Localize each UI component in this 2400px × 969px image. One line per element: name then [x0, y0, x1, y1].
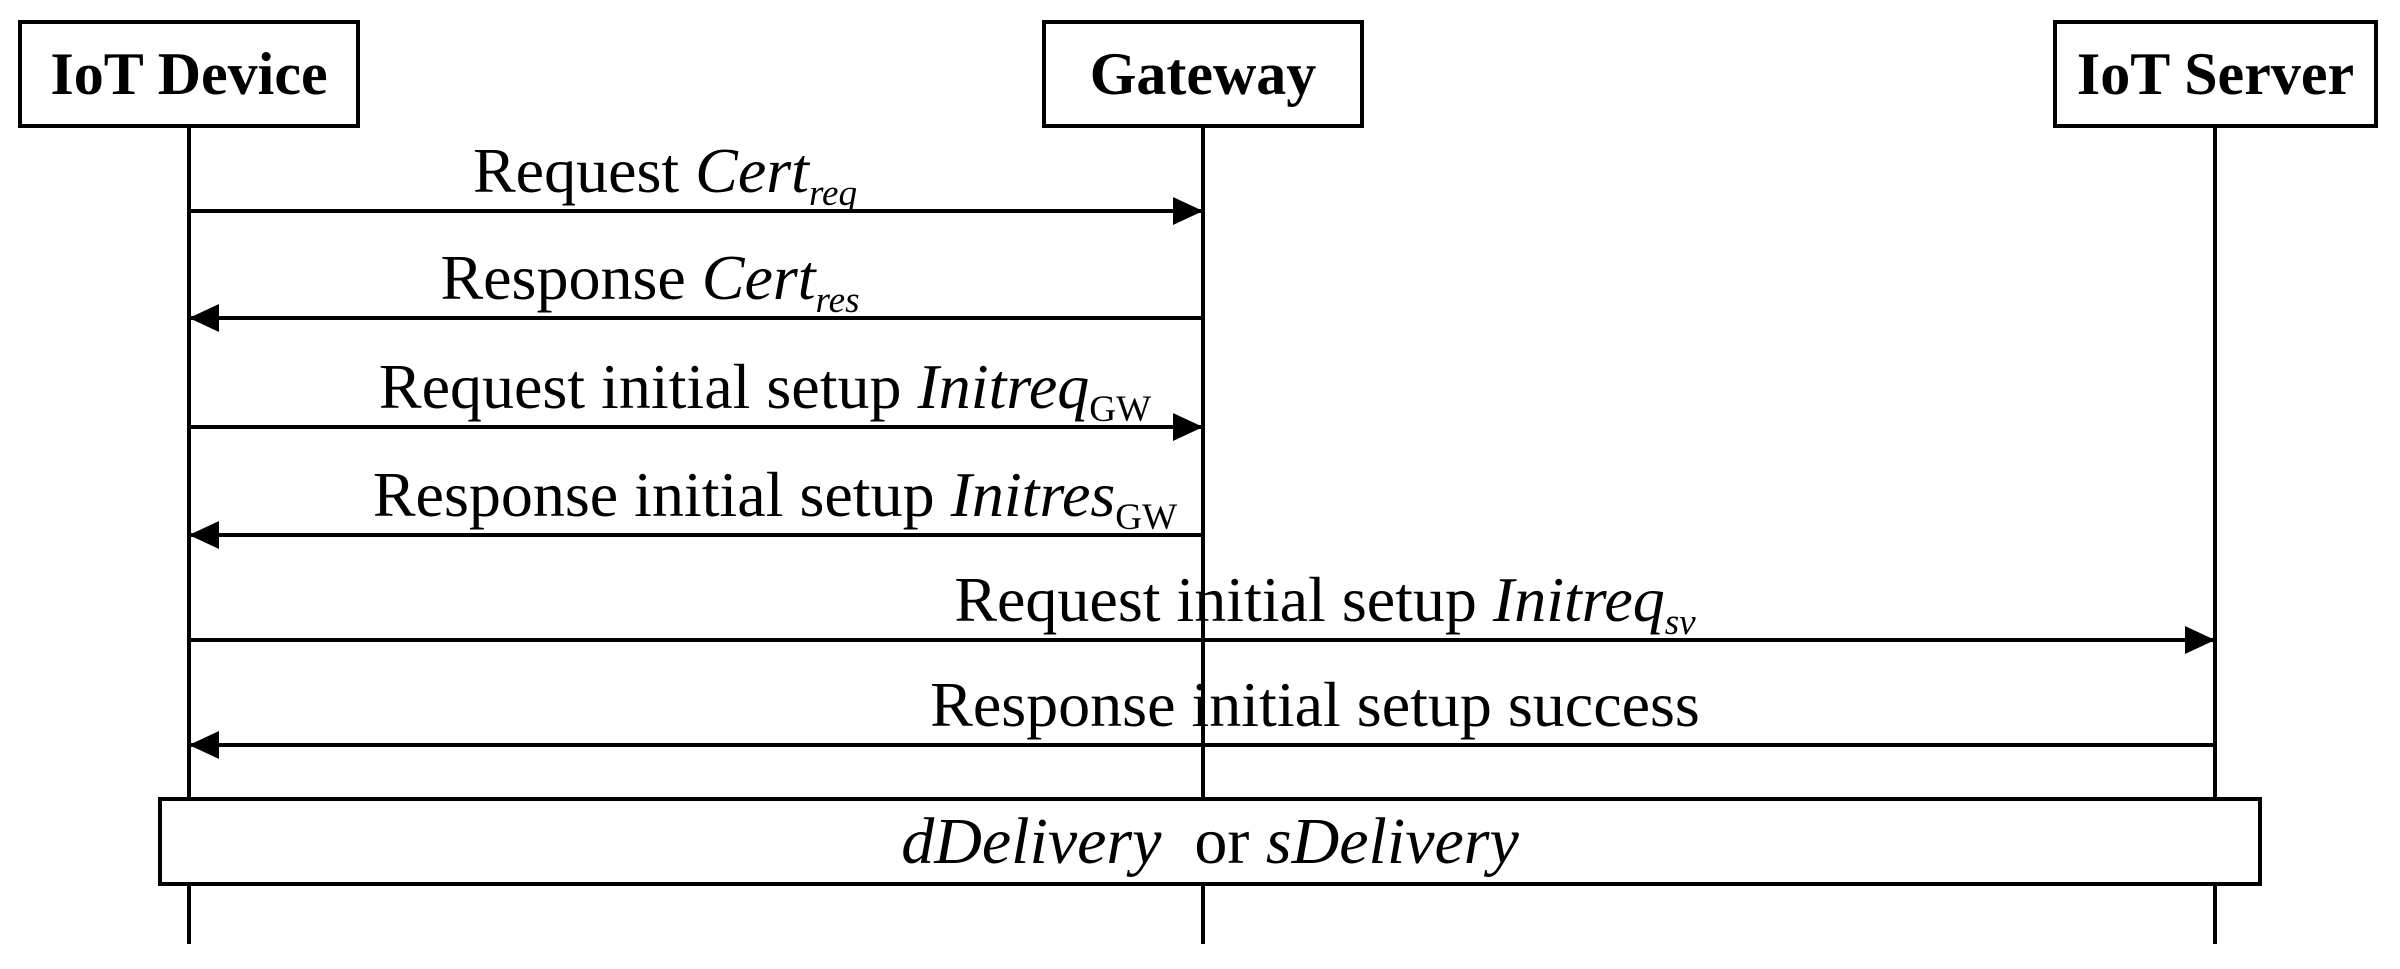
message-label-5: Request initial setup Initreqsv — [954, 568, 1695, 641]
message-label-3: Request initial setup InitreqGW — [379, 355, 1151, 428]
message-line-4 — [189, 533, 1203, 537]
lifeline-gateway-lower — [1201, 886, 1205, 944]
message-line-5 — [189, 638, 2215, 642]
label-subscript: res — [815, 279, 860, 321]
label-text: Cert — [695, 135, 809, 206]
message-label-6: Response initial setup success — [930, 673, 1700, 737]
label-subscript: GW — [1115, 496, 1178, 538]
lifeline-iot-device-lower — [187, 886, 191, 944]
label-text: Request initial setup — [954, 564, 1493, 635]
arrowhead-right-icon — [2185, 626, 2215, 654]
lifeline-gateway — [1201, 128, 1205, 797]
lifeline-iot-device — [187, 128, 191, 797]
actor-label: IoT Device — [50, 40, 328, 107]
message-label-1: Request Certreq — [473, 139, 857, 212]
message-line-2 — [189, 316, 1203, 320]
label-subscript: GW — [1089, 388, 1152, 430]
label-subscript: sv — [1664, 601, 1696, 643]
label-text: Initreq — [917, 351, 1090, 422]
label-text: sDelivery — [1265, 804, 1519, 878]
message-line-1 — [189, 209, 1203, 213]
delivery-band-label: dDelivery or sDelivery — [901, 808, 1519, 875]
delivery-band: dDelivery or sDelivery — [158, 797, 2262, 886]
label-text: Initreq — [1492, 564, 1665, 635]
message-label-2: Response Certres — [440, 246, 859, 319]
label-text: Response initial setup success — [930, 669, 1700, 740]
label-text: Initres — [950, 459, 1116, 530]
lifeline-iot-server-lower — [2213, 886, 2217, 944]
label-text: Cert — [701, 242, 816, 313]
arrowhead-left-icon — [189, 731, 219, 759]
label-text: Request — [472, 135, 696, 206]
message-label-4: Response initial setup InitresGW — [373, 463, 1177, 536]
arrowhead-right-icon — [1173, 197, 1203, 225]
actor-box-gateway: Gateway — [1042, 20, 1364, 128]
lifeline-iot-server — [2213, 128, 2217, 797]
actor-label: IoT Server — [2076, 40, 2355, 107]
actor-label: Gateway — [1089, 40, 1317, 107]
arrowhead-left-icon — [189, 521, 219, 549]
label-text: Response — [440, 242, 702, 313]
label-text: dDelivery — [901, 804, 1162, 878]
arrowhead-left-icon — [189, 304, 219, 332]
label-text: Request initial setup — [378, 351, 918, 422]
actor-box-iot-device: IoT Device — [18, 20, 360, 128]
arrowhead-right-icon — [1173, 413, 1203, 441]
label-subscript: req — [808, 172, 858, 214]
actor-box-iot-server: IoT Server — [2053, 20, 2378, 128]
label-text: Response initial setup — [372, 459, 951, 530]
message-line-3 — [189, 425, 1203, 429]
label-text: or — [1161, 804, 1266, 878]
message-line-6 — [189, 743, 2215, 747]
